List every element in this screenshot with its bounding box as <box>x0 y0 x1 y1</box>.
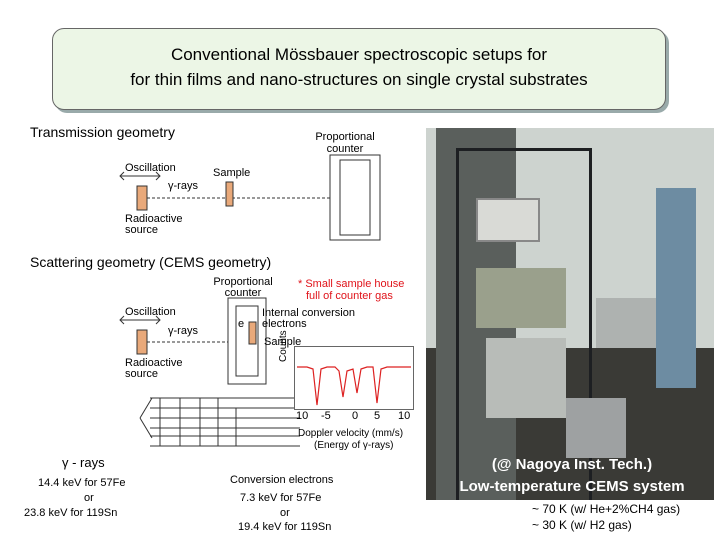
transmission-counter-label-1: Proportional <box>315 131 375 143</box>
photo-caption-2: Low-temperature CEMS system <box>459 478 685 495</box>
scattering-heading: Scattering geometry (CEMS geometry) <box>30 254 272 270</box>
spectrum-tick-1: 10 <box>296 410 309 422</box>
scattering-source-label-2: source <box>125 368 159 380</box>
transmission-sample <box>225 181 234 207</box>
internal-conversion-label-2: electrons <box>262 318 307 330</box>
spectrum-curve <box>297 366 411 406</box>
cems-system-photo <box>426 128 714 500</box>
scattering-note-2: full of counter gas <box>306 290 393 302</box>
spectrum-tick-3: 0 <box>352 410 359 422</box>
transmission-counter <box>329 154 381 241</box>
scattering-source-label-1: Radioactive <box>125 357 183 369</box>
transmission-source <box>119 171 161 211</box>
scattering-sample-label: Sample <box>264 336 302 348</box>
title-line-2: for thin films and nano-structures on si… <box>130 70 588 89</box>
internal-conversion-label-1: Internal conversion <box>262 307 355 319</box>
scattering-counter-label-1: Proportional <box>213 276 273 288</box>
conversion-electrons-title: Conversion electrons <box>230 474 334 486</box>
conversion-energy-line-1: 7.3 keV for 57Fe <box>240 492 322 504</box>
conversion-energy-line-2: or <box>280 507 290 519</box>
gamma-rays-title: γ - rays <box>62 455 105 470</box>
gamma-energy-line-2: or <box>84 492 94 504</box>
spectrum-xlabel-1: Doppler velocity (mm/s) <box>298 428 404 439</box>
conversion-energy-line-3: 19.4 keV for 119Sn <box>238 521 332 533</box>
gamma-energy-line-3: 23.8 keV for 119Sn <box>24 507 118 519</box>
transmission-heading: Transmission geometry <box>30 124 175 140</box>
transmission-gamma-label: γ-rays <box>168 180 198 192</box>
transmission-counter-label-2: counter <box>326 143 364 155</box>
scattering-counter-label-2: counter <box>224 287 262 299</box>
spectrum-ylabel: Counts <box>278 330 289 362</box>
transmission-oscillation-label: Oscillation <box>125 162 176 174</box>
transmission-sample-label: Sample <box>213 167 251 179</box>
temperature-note-1: ~ 70 K (w/ He+2%CH4 gas) <box>532 502 681 516</box>
gamma-energy-line-1: 14.4 keV for 57Fe <box>38 477 126 489</box>
scattering-gamma-label: γ-rays <box>168 325 198 337</box>
title-box: Conventional Mössbauer spectroscopic set… <box>52 28 666 110</box>
scattering-oscillation-label: Oscillation <box>125 306 176 318</box>
scattering-source <box>119 315 161 355</box>
setup-diagram <box>119 154 381 447</box>
spectrum-xlabel-2: (Energy of γ-rays) <box>314 440 394 451</box>
energy-level-diagram <box>139 397 300 447</box>
spectrum-tick-5: 10 <box>398 410 411 422</box>
electron-label: e <box>238 318 245 330</box>
spectrum-plot <box>294 346 414 410</box>
title-line-1: Conventional Mössbauer spectroscopic set… <box>170 45 548 64</box>
transmission-source-label-2: source <box>125 224 159 236</box>
spectrum-tick-2: -5 <box>321 410 331 422</box>
scattering-counter <box>227 297 267 385</box>
temperature-note-2: ~ 30 K (w/ H2 gas) <box>532 518 632 532</box>
scattering-note-1: * Small sample house <box>298 278 405 290</box>
transmission-source-label-1: Radioactive <box>125 213 183 225</box>
photo-caption-1: (@ Nagoya Inst. Tech.) <box>491 456 653 473</box>
spectrum-tick-4: 5 <box>374 410 381 422</box>
